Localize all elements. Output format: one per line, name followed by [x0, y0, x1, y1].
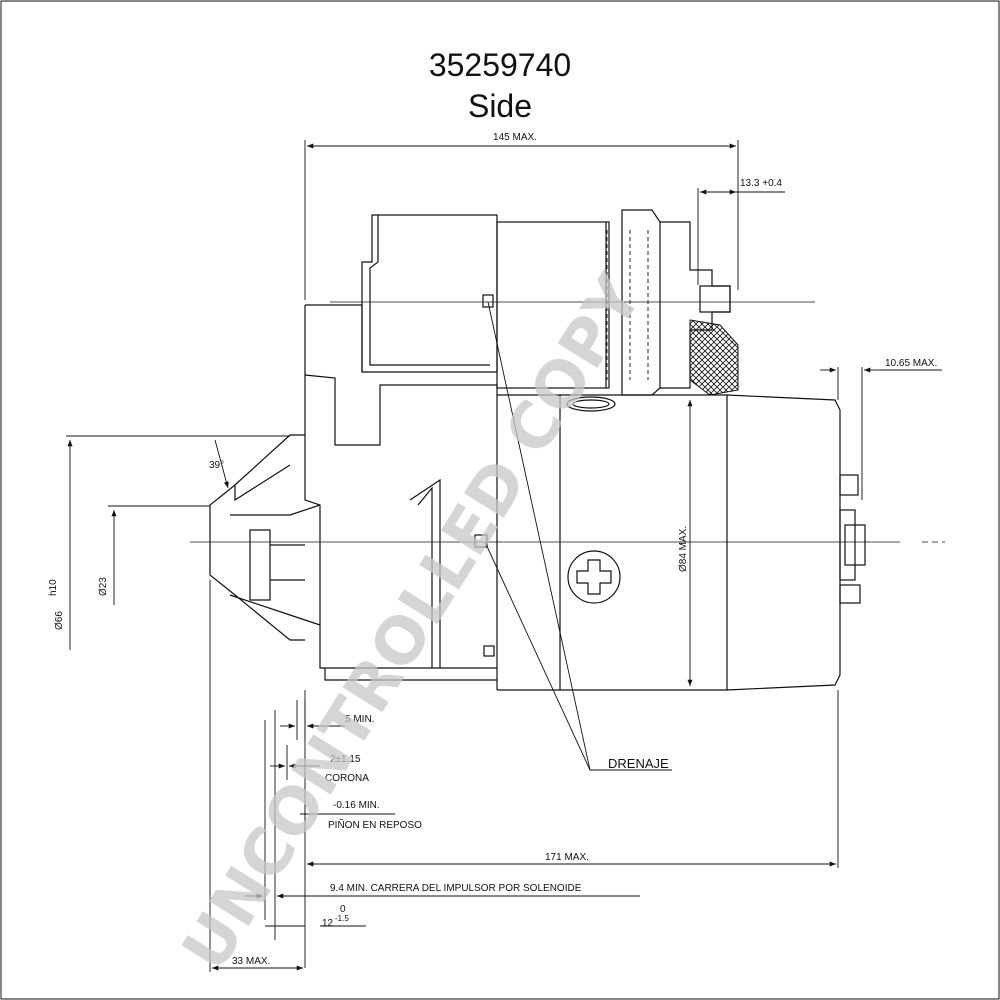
dim-h10: h10 [48, 579, 59, 596]
dim-5-min: 5 MIN. [345, 714, 374, 725]
dim-33-max: 33 MAX. [232, 956, 270, 967]
dim-stroke: 9.4 MIN. CARRERA DEL IMPULSOR POR SOLENO… [330, 883, 582, 894]
dim-angle-39: 39° [209, 460, 224, 471]
hidden-lines [606, 230, 649, 380]
dim-12-upper: 0 [340, 904, 346, 915]
dim-12: 12 [322, 918, 334, 929]
terminal-boot [689, 319, 739, 396]
dim-corona-label: CORONA [325, 773, 369, 784]
dim-10-65-max: 10.65 MAX. [885, 358, 937, 369]
view-title: Side [468, 88, 532, 124]
dim-diam-23: Ø23 [98, 577, 109, 596]
dim-pinion-label: PIÑON EN REPOSO [328, 818, 422, 831]
dim-pinion-value: -0.16 MIN. [333, 800, 380, 811]
center-lines [190, 301, 945, 543]
part-number: 35259740 [429, 47, 571, 83]
dim-diam-66: Ø66 [54, 611, 65, 630]
dim-13-3: 13.3 +0.4 [740, 178, 782, 189]
dimension-lines [66, 140, 942, 972]
dim-diam-84-max: Ø84 MAX. [678, 526, 689, 572]
starter-motor-outline [209, 209, 866, 691]
dim-145-max: 145 MAX. [493, 132, 537, 143]
dim-corona-value: 2±1.15 [330, 754, 361, 765]
dim-171-max: 171 MAX. [545, 852, 589, 863]
dim-12-lower: -1.5 [335, 914, 349, 923]
watermark-uncontrolled-copy: UNCONTROLLED COPY [169, 263, 658, 984]
drain-label: DRENAJE [608, 756, 669, 771]
